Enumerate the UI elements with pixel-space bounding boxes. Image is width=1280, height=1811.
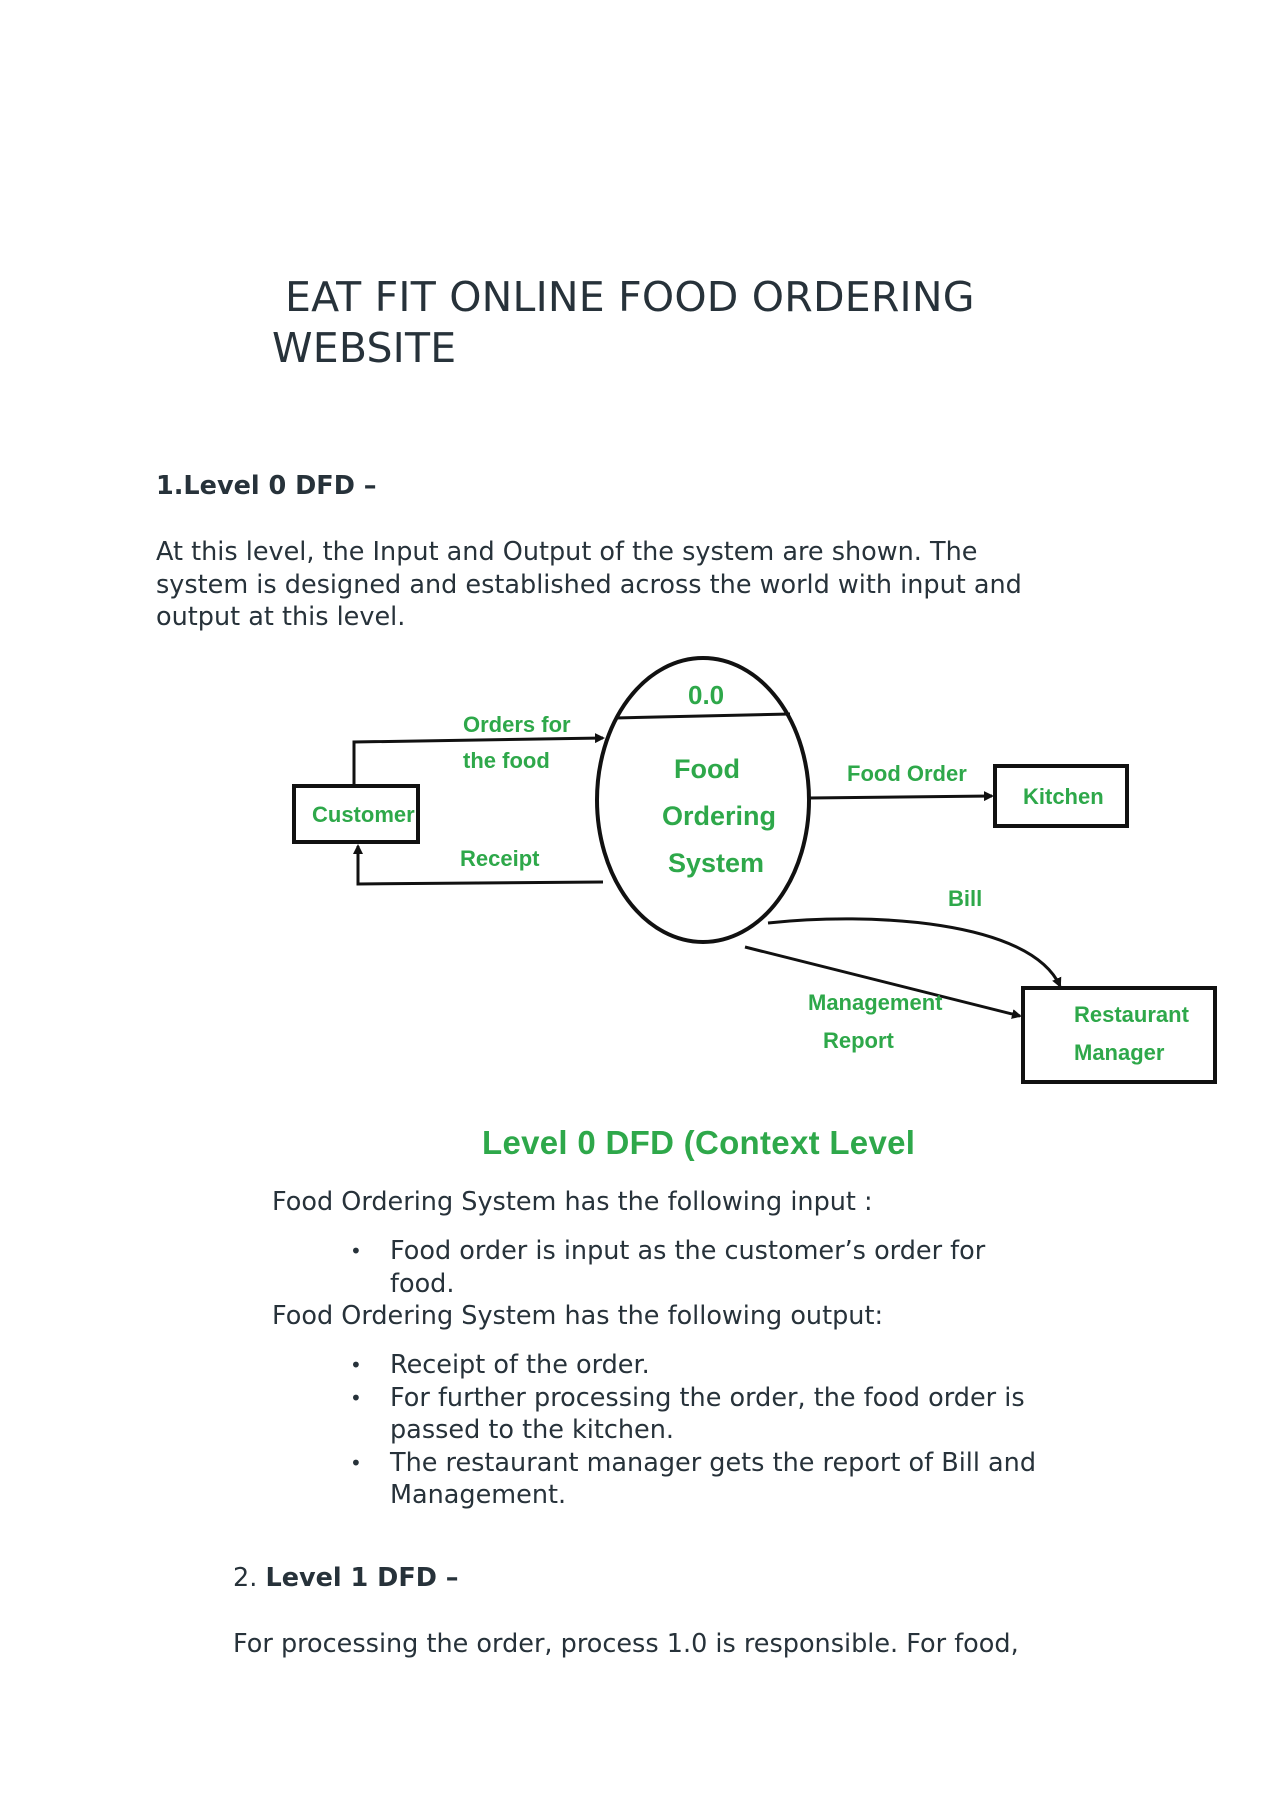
- title-line-2: WEBSITE: [272, 324, 457, 372]
- section-1-intro: At this level, the Input and Output of t…: [156, 536, 1022, 634]
- process-number: 0.0: [688, 680, 724, 710]
- management-label-line: Management: [808, 990, 943, 1015]
- list-item-text: For further processing the order, the fo…: [390, 1382, 1025, 1413]
- management-label-line: Report: [823, 1028, 895, 1053]
- intro-line: output at this level.: [156, 602, 406, 632]
- flow-orders-for-food: Orders for the food: [352, 712, 605, 786]
- bullet-icon: •: [350, 1385, 362, 1410]
- flow-receipt: Receipt: [353, 844, 604, 886]
- list-item-text: food.: [390, 1268, 455, 1299]
- section-2-heading: 2. Level 1 DFD –: [233, 1562, 459, 1594]
- list-item-text: Food order is input as the customer’s or…: [390, 1236, 986, 1266]
- section-2-first-line: For processing the order, process 1.0 is…: [233, 1629, 1019, 1659]
- section-2-number: 2.: [233, 1563, 258, 1593]
- kitchen-entity: Kitchen: [993, 764, 1129, 828]
- level-0-dfd-diagram: Customer 0.0 Food Ordering System Orders…: [270, 650, 1230, 1170]
- document-title: EAT FIT ONLINE FOOD ORDERING WEBSITE: [272, 272, 1092, 374]
- bullet-icon: •: [350, 1239, 362, 1263]
- section-2-heading-text: Level 1 DFD –: [265, 1563, 459, 1593]
- orders-label-line: Orders for: [463, 712, 571, 737]
- list-item: • Food order is input as the customer’s …: [350, 1235, 1110, 1300]
- restaurant-manager-entity: Restaurant Manager: [1021, 986, 1217, 1084]
- flow-food-order: Food Order: [808, 761, 994, 802]
- process-name-line: Ordering: [662, 801, 776, 831]
- list-item-text: passed to the kitchen.: [390, 1415, 675, 1445]
- process-name-line: Food: [674, 754, 740, 784]
- receipt-label: Receipt: [460, 846, 540, 871]
- bullet-icon: •: [350, 1450, 362, 1475]
- list-item: • For further processing the order, the …: [350, 1382, 1130, 1447]
- output-intro: Food Ordering System has the following o…: [272, 1301, 884, 1331]
- bullet-icon: •: [350, 1353, 362, 1377]
- title-line-1: EAT FIT ONLINE FOOD ORDERING: [285, 273, 975, 321]
- food-order-label: Food Order: [847, 761, 967, 786]
- orders-label-line: the food: [463, 748, 550, 773]
- bill-label: Bill: [948, 886, 982, 911]
- intro-line: system is designed and established acros…: [156, 569, 1022, 600]
- process-0-0: 0.0 Food Ordering System: [595, 656, 811, 944]
- list-item-text: Management.: [390, 1480, 567, 1510]
- section-1-heading: 1.Level 0 DFD –: [156, 470, 377, 502]
- process-name-line: System: [668, 848, 764, 878]
- kitchen-label: Kitchen: [1023, 784, 1104, 809]
- diagram-caption: Level 0 DFD (Context Level: [482, 1124, 916, 1161]
- input-list: • Food order is input as the customer’s …: [350, 1235, 1110, 1300]
- manager-label-line: Restaurant: [1074, 1002, 1190, 1027]
- list-item: • The restaurant manager gets the report…: [350, 1447, 1130, 1512]
- input-intro: Food Ordering System has the following i…: [272, 1187, 873, 1217]
- output-list: • Receipt of the order. • For further pr…: [350, 1349, 1130, 1512]
- list-item: • Receipt of the order.: [350, 1349, 1130, 1382]
- list-item-text: The restaurant manager gets the report o…: [390, 1447, 1037, 1478]
- customer-entity: Customer: [292, 784, 420, 844]
- list-item-text: Receipt of the order.: [390, 1350, 650, 1380]
- flow-management-report: Management Report: [744, 945, 1022, 1053]
- manager-label-line: Manager: [1074, 1040, 1165, 1065]
- section-1-heading-text: 1.Level 0 DFD –: [156, 471, 377, 501]
- flow-bill: Bill: [767, 886, 1062, 988]
- intro-line: At this level, the Input and Output of t…: [156, 537, 978, 567]
- customer-label: Customer: [312, 802, 415, 827]
